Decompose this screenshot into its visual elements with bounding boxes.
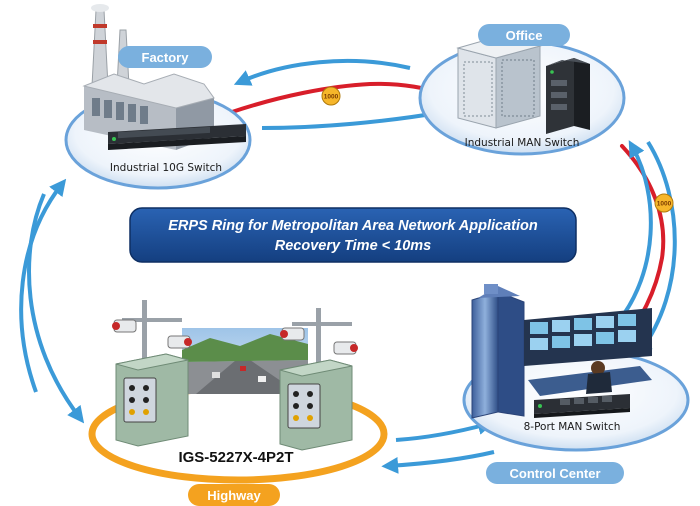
arrow-highway-to-factory [19, 178, 67, 393]
arrow-factory-to-office [261, 105, 451, 130]
title-banner: ERPS Ring for Metropolitan Area Network … [129, 207, 577, 263]
cabinet-right-icon [279, 359, 353, 451]
industrial-man-switch-icon [546, 58, 590, 134]
highway-tag-label: Highway [207, 488, 261, 503]
arrow-highway-to-control [395, 418, 495, 442]
8-port-man-switch-icon [534, 394, 630, 418]
link-factory-office [230, 81, 452, 114]
industrial-10g-switch-icon [108, 124, 246, 150]
title-line-1: ERPS Ring for Metropolitan Area Network … [168, 218, 538, 234]
office-tag: Office [478, 24, 570, 46]
factory-tag-label: Factory [142, 50, 190, 65]
badge-1000-top: 1000 [321, 86, 341, 106]
factory-node [64, 4, 252, 190]
control-center-node [462, 284, 690, 452]
control-room-icon [524, 308, 652, 396]
highway-tag: Highway [188, 484, 280, 506]
camera-pole-right-icon [280, 308, 358, 368]
office-node [418, 35, 626, 156]
arrow-office-to-control [635, 140, 677, 358]
cabinet-left-icon [115, 353, 189, 447]
highway-device-label: IGS-5227X-4P2T [178, 449, 293, 466]
factory-tag: Factory [118, 46, 212, 68]
control-center-tag-label: Control Center [510, 466, 601, 481]
title-line-2: Recovery Time < 10ms [275, 238, 432, 254]
arrow-control-to-highway [381, 450, 495, 474]
control-center-device-label: 8-Port MAN Switch [524, 421, 621, 433]
badge-1000-top-label: 1000 [324, 94, 339, 101]
factory-device-label: Industrial 10G Switch [110, 162, 222, 174]
tower-building-icon [471, 284, 525, 419]
office-device-label: Industrial MAN Switch [465, 137, 580, 149]
badge-1000-right-label: 1000 [657, 201, 672, 208]
camera-pole-left-icon [112, 300, 192, 364]
arrow-factory-to-highway [27, 193, 85, 424]
office-building-icon [456, 35, 542, 129]
factory-building-icon [82, 4, 215, 150]
badge-1000-right: 1000 [654, 193, 674, 213]
control-center-tag: Control Center [486, 462, 624, 484]
arrow-office-to-factory [233, 58, 411, 86]
arrow-control-to-office [616, 140, 653, 324]
highway-node [88, 300, 388, 484]
office-tag-label: Office [506, 28, 543, 43]
